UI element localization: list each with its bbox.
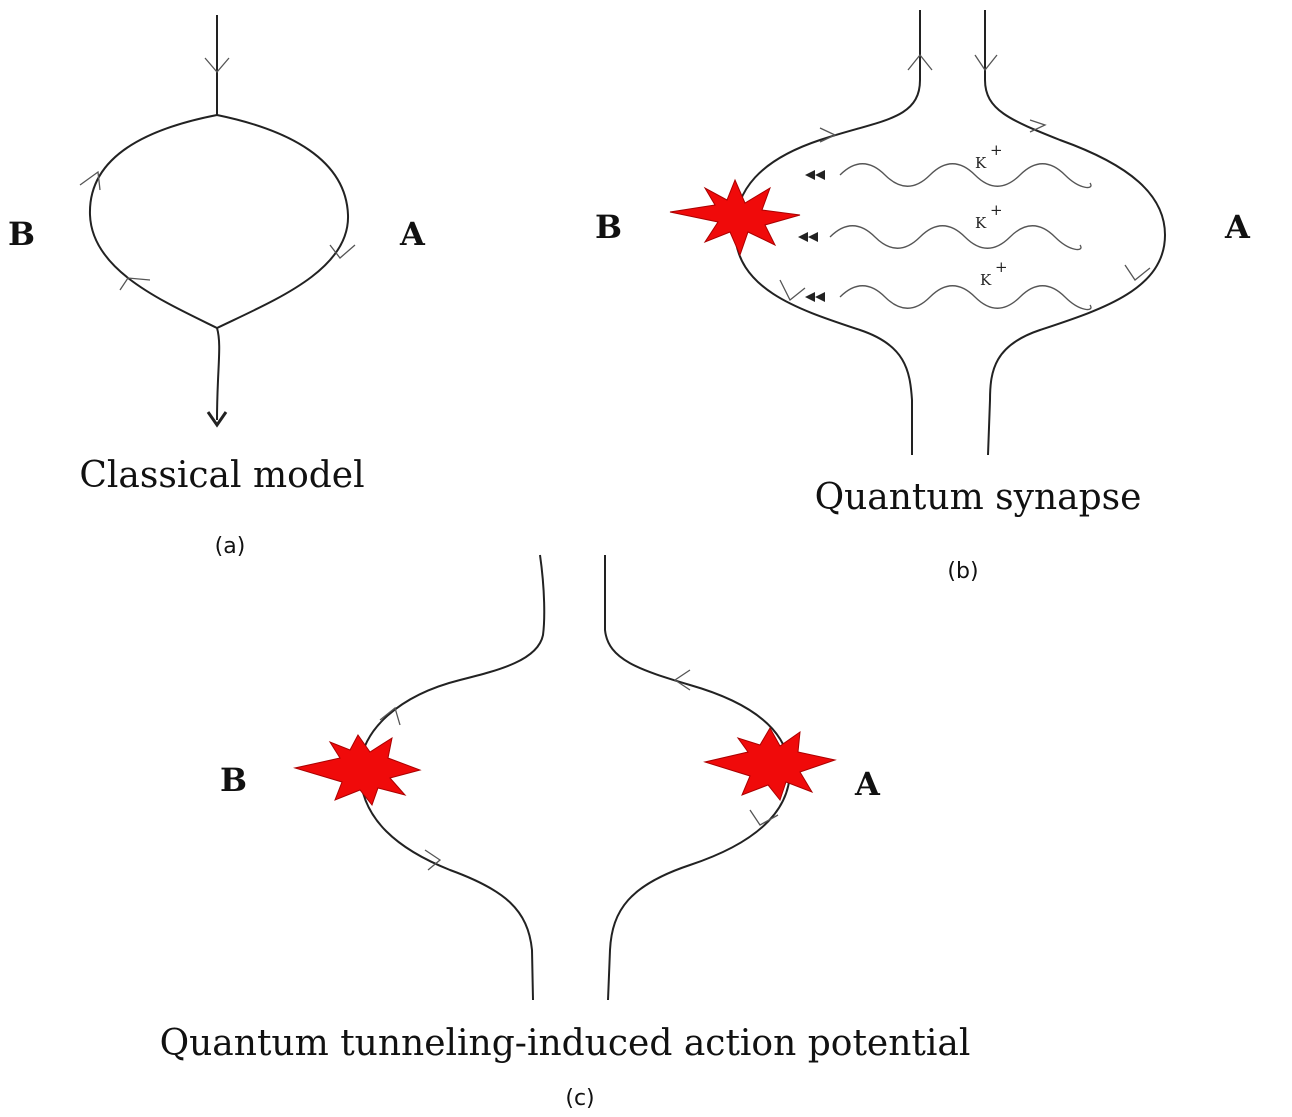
membrane-arrow-mark	[673, 669, 691, 691]
right-membrane	[984, 10, 1167, 456]
sublabel: (a)	[215, 534, 246, 559]
caption: Classical model	[79, 455, 364, 496]
label-b: B	[220, 761, 247, 799]
label-b: B	[8, 215, 35, 253]
membrane-arrow-mark	[1029, 119, 1047, 133]
caption: Quantum tunneling-induced action potenti…	[160, 1023, 971, 1064]
membrane-arrow-mark	[779, 279, 806, 302]
caption: Quantum synapse	[815, 477, 1142, 518]
label-a: A	[854, 765, 881, 803]
output-arrowhead-icon	[206, 411, 228, 428]
down-arrow-mark	[204, 57, 230, 73]
firing-star-icon-a	[703, 726, 837, 802]
ion-label: K	[975, 154, 987, 172]
panel-c-quantum-tunneling: B A Quantum tunneling-induced action pot…	[160, 554, 971, 1111]
membrane-arrow-mark	[1124, 264, 1151, 281]
ion-charge: +	[990, 201, 1003, 219]
ion-label: K	[975, 214, 987, 232]
membrane-arrow-mark	[379, 706, 401, 726]
ion-charge: +	[990, 141, 1003, 159]
membrane-arrow-mark	[424, 849, 442, 871]
firing-star-icon	[669, 178, 801, 257]
label-a: A	[1224, 208, 1251, 246]
membrane-arrow-mark	[907, 53, 933, 71]
output-line	[216, 327, 221, 421]
membrane-arrow-mark	[974, 54, 998, 72]
ion-charge: +	[995, 258, 1008, 276]
double-arrow-icon	[798, 232, 818, 242]
ion-flow-top: K +	[805, 141, 1092, 189]
panel-a-classical-model: B A Classical model (a)	[8, 15, 426, 559]
loop-arrow-mark	[119, 277, 151, 291]
double-arrow-icon	[805, 292, 825, 302]
ion-flow-middle: K +	[798, 201, 1082, 251]
firing-star-icon-b	[293, 734, 422, 807]
ion-flow-bottom: K +	[805, 258, 1092, 311]
label-b: B	[595, 208, 622, 246]
left-membrane	[358, 554, 546, 1001]
loop-arrow-mark	[329, 244, 356, 259]
sublabel: (c)	[565, 1086, 594, 1111]
ion-label: K	[980, 271, 992, 289]
loop-arrow-mark	[79, 170, 101, 191]
lens-loop	[88, 113, 350, 330]
label-a: A	[399, 215, 426, 253]
panel-b-quantum-synapse: K + K + K + B A Quantum synapse (b)	[595, 10, 1251, 584]
membrane-arrow-mark	[819, 127, 837, 143]
double-arrow-icon	[805, 170, 825, 180]
membrane-arrow-mark	[749, 809, 779, 826]
sublabel: (b)	[947, 559, 978, 584]
